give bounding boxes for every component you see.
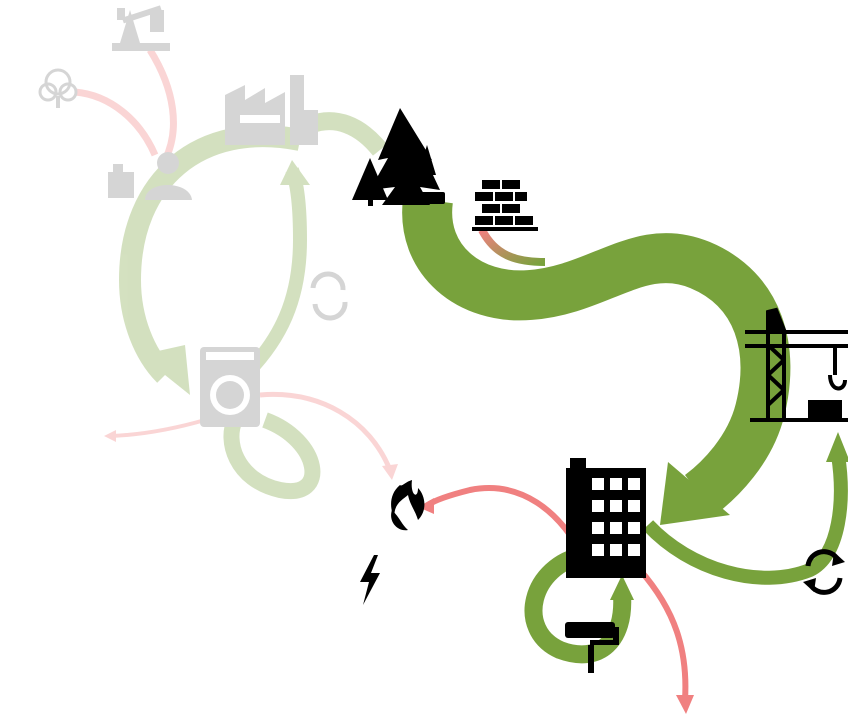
paint-roller-icon xyxy=(565,622,619,673)
recycle-loop-arrow xyxy=(642,453,848,585)
factory-icon xyxy=(225,75,318,145)
bricks-flow xyxy=(478,228,546,266)
recycle-icon xyxy=(803,549,845,595)
apartment-building-icon xyxy=(566,458,646,578)
waste-flow-down-arrowhead xyxy=(676,695,694,714)
cotton-plant-icon xyxy=(38,68,78,108)
lightning-icon xyxy=(360,555,380,605)
cotton-flow-arrow xyxy=(74,88,159,157)
faded-top-arc xyxy=(306,112,388,156)
waste-flow-to-fire-arrowhead xyxy=(418,498,434,514)
bricks-icon xyxy=(472,180,538,231)
waste-flow-to-fire xyxy=(426,485,588,562)
fire-icon xyxy=(391,480,425,531)
main-flow-arrowhead xyxy=(660,462,730,525)
faded-loop-right-arrow xyxy=(240,167,308,380)
faded-waste-left-arrowhead xyxy=(104,430,116,442)
washing-machine-icon xyxy=(200,347,260,427)
forest-icon xyxy=(352,108,445,206)
construction-crane-icon xyxy=(745,307,848,422)
faded-waste-right-arrow xyxy=(259,391,393,471)
recycle-loop-arrowhead xyxy=(826,432,848,462)
faded-textile-cycle xyxy=(38,5,398,500)
main-flow-forest-to-crane xyxy=(402,196,791,515)
faded-waste-left-arrow xyxy=(109,418,206,438)
faded-loop-left-arrowhead xyxy=(140,345,190,395)
oil-pump-icon xyxy=(112,5,170,51)
waste-flow-down xyxy=(637,568,689,701)
faded-loop-right-arrowhead xyxy=(280,160,310,185)
sewing-machine-worker-icon xyxy=(108,152,192,200)
faded-waste-right-arrowhead xyxy=(382,464,398,480)
oil-pump-flow-arrow xyxy=(147,48,177,162)
recycle-icon xyxy=(310,271,348,321)
renovation-loop-arrowhead xyxy=(610,575,634,600)
faded-small-loop xyxy=(223,412,321,500)
faded-loop-left-arrow xyxy=(118,125,303,383)
